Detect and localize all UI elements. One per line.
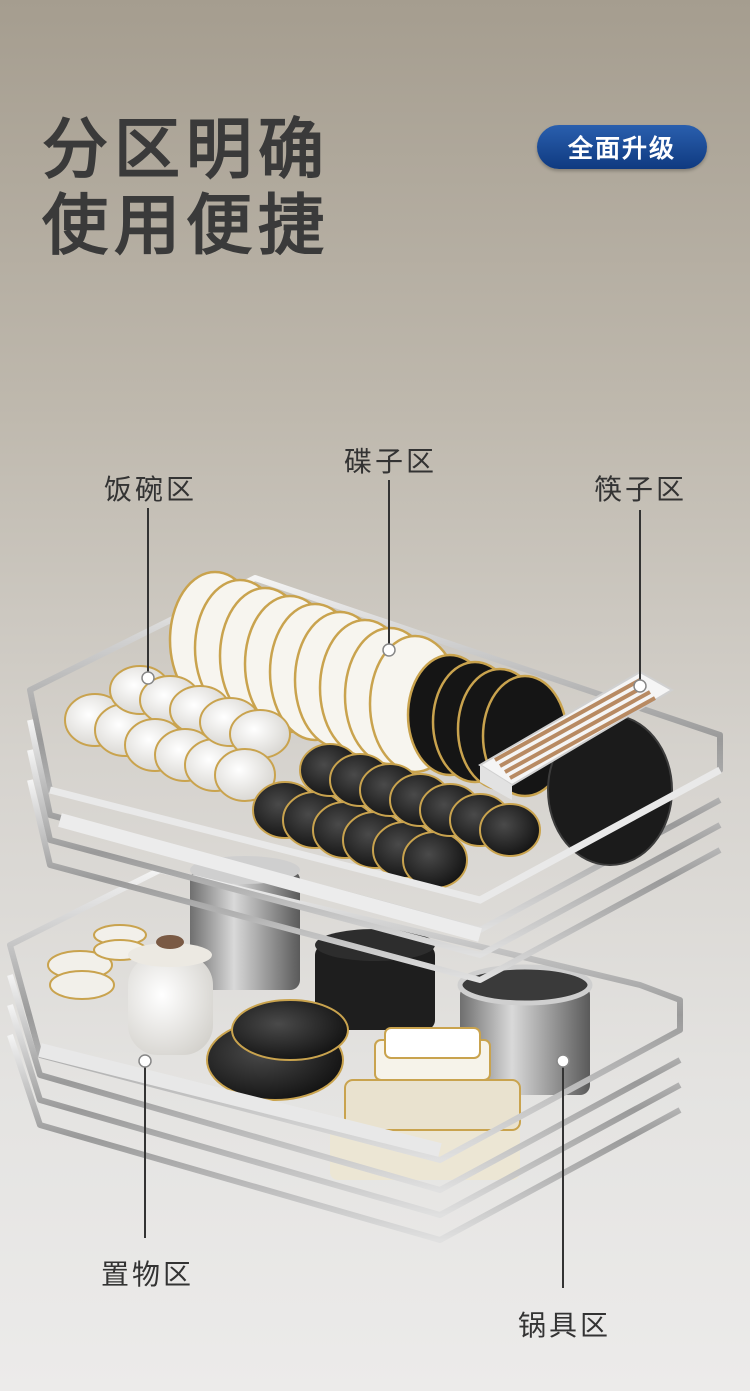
- headline-line-1: 分区明确: [42, 111, 330, 188]
- upper-front-rim: [49, 766, 722, 904]
- upgrade-badge: 全面升级: [537, 125, 707, 169]
- zone-label-plate: 碟子区: [344, 445, 438, 478]
- chopstick-holder: [478, 670, 674, 800]
- headline: 分区明确 使用便捷: [42, 112, 330, 264]
- zone-label-bowl: 饭碗区: [104, 473, 198, 506]
- zone-label-pot: 锅具区: [518, 1309, 612, 1342]
- zone-label-storage: 置物区: [101, 1258, 195, 1291]
- zone-label-chopsticks: 筷子区: [594, 473, 688, 506]
- lower-basket: [7, 867, 683, 1280]
- upper-bowls: [64, 665, 541, 889]
- lower-tier-items: [47, 856, 593, 1180]
- callout-lines: [144, 480, 641, 1288]
- headline-line-2: 使用便捷: [42, 187, 330, 264]
- callout-dots: [138, 643, 647, 1068]
